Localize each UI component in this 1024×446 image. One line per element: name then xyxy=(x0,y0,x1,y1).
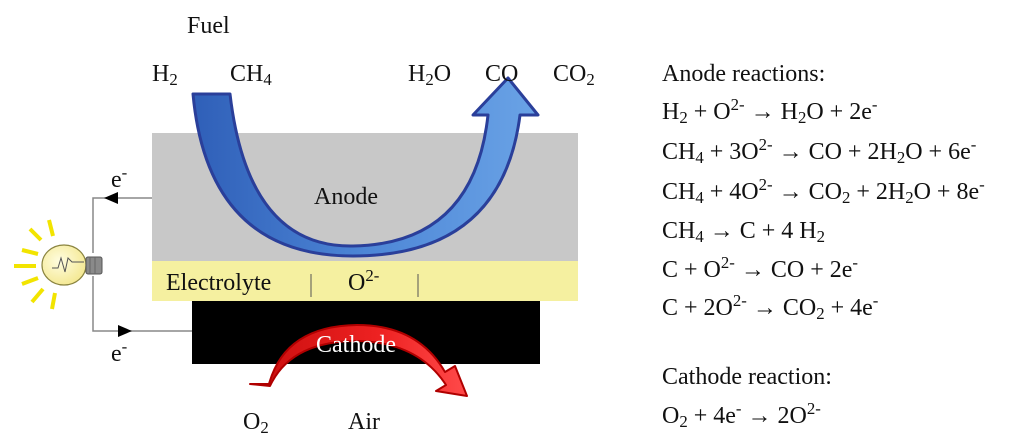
anode-reaction-4: CH4 → C + 4 H2 xyxy=(662,218,825,247)
anode-label: Anode xyxy=(314,184,378,210)
anode-reaction-2: CH4 + 3O2- → CO + 2H2O + 6e- xyxy=(662,134,977,168)
fuel-label: Fuel xyxy=(187,13,230,39)
cathode-label: Cathode xyxy=(316,332,396,358)
electron-arrow-top xyxy=(104,192,118,204)
electrolyte-label: Electrolyte xyxy=(166,270,272,296)
circuit-wire-top xyxy=(92,197,152,253)
air-species-o2: O2 xyxy=(243,409,269,438)
product-species-co: CO xyxy=(485,61,519,87)
cathode-reaction-title: Cathode reaction: xyxy=(662,364,832,390)
product-species-co2: CO2 xyxy=(553,61,595,90)
anode-reaction-6: C + 2O2- → CO2 + 4e- xyxy=(662,290,879,324)
anode-reaction-1: H2 + O2- → H2O + 2e- xyxy=(662,94,878,128)
cathode-reaction-1: O2 + 4e- → 2O2- xyxy=(662,398,821,432)
fuel-species-ch4: CH4 xyxy=(230,61,272,90)
anode-reactions-title: Anode reactions: xyxy=(662,61,826,87)
circuit-wire-bottom xyxy=(92,276,192,332)
anode-reaction-5: C + O2- → CO + 2e- xyxy=(662,252,858,283)
electrolyte-layer xyxy=(152,261,578,301)
fuel-flow-arrow xyxy=(191,76,540,258)
electron-arrow-bottom xyxy=(118,325,132,337)
anode-reaction-3: CH4 + 4O2- → CO2 + 2H2O + 8e- xyxy=(662,174,985,208)
light-bulb-icon xyxy=(14,219,103,310)
product-species-h2o: H2O xyxy=(408,61,452,90)
electron-label-top: e- xyxy=(111,162,128,193)
electron-label-bottom: e- xyxy=(111,336,128,367)
fuel-species-h2: H2 xyxy=(152,61,178,90)
air-flow-arrow xyxy=(249,324,468,397)
air-label: Air xyxy=(348,409,380,435)
oxide-ion-label: O2- xyxy=(348,265,380,296)
